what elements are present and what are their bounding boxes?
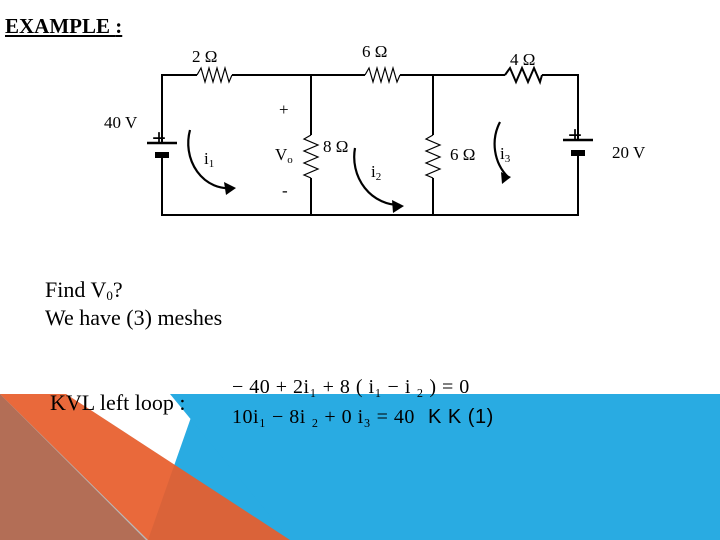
- meshes-text: We have (3) meshes: [45, 305, 223, 330]
- label-40v: 40 V: [104, 113, 138, 132]
- mesh-current-i2: i2: [371, 162, 382, 183]
- resistor-4-ohm: [504, 65, 543, 85]
- blue-main: [170, 394, 720, 540]
- circuit-diagram: [147, 65, 593, 216]
- slide-title: EXAMPLE :: [5, 14, 123, 38]
- arrowhead-2: [392, 200, 404, 213]
- source-20v-symbol: [563, 138, 593, 165]
- arrowhead-3: [501, 172, 511, 184]
- resistor-6-ohm-top: [364, 65, 401, 85]
- vo-minus: -: [282, 181, 288, 200]
- equation-2-reference: K K (1): [428, 406, 494, 428]
- blue-strip: [0, 394, 290, 540]
- mesh-arrows: [187, 121, 509, 207]
- label-6-ohm-top: 6 Ω: [362, 42, 388, 61]
- find-vo-text: Find V0?: [45, 277, 123, 303]
- arrowhead-1: [224, 182, 236, 195]
- label-4-ohm: 4 Ω: [510, 50, 536, 69]
- plus-sign-right: +: [568, 122, 583, 149]
- circuit-wires: [161, 74, 579, 216]
- white-mask: [0, 0, 720, 394]
- resistor-2-ohm: [196, 65, 233, 85]
- vo-label: Vo: [275, 145, 293, 166]
- source-40v-symbol: [147, 141, 177, 168]
- plus-sign-left: +: [152, 125, 167, 152]
- label-6-ohm-vertical: 6 Ω: [450, 145, 476, 164]
- label-2-ohm: 2 Ω: [192, 47, 218, 66]
- equation-1: − 40 + 2i₁ + 8 ( i₁ − i ₂ ) = 0: [232, 376, 470, 398]
- resistor-8-ohm: [302, 134, 320, 179]
- mesh-arrow-3: [493, 121, 509, 178]
- mesh-current-i1: i1: [204, 149, 215, 170]
- label-20v: 20 V: [612, 143, 646, 162]
- vo-plus: +: [279, 100, 289, 119]
- mesh-arrow-1: [187, 129, 233, 190]
- mesh-arrow-2: [353, 147, 401, 207]
- mesh-current-i3: i3: [500, 144, 511, 165]
- resistor-6-ohm-vertical: [424, 134, 442, 179]
- kvl-label: KVL left loop :: [50, 390, 186, 415]
- label-8-ohm: 8 Ω: [323, 137, 349, 156]
- equation-2: 10i₁ − 8i ₂ + 0 i₃ = 40: [232, 406, 415, 428]
